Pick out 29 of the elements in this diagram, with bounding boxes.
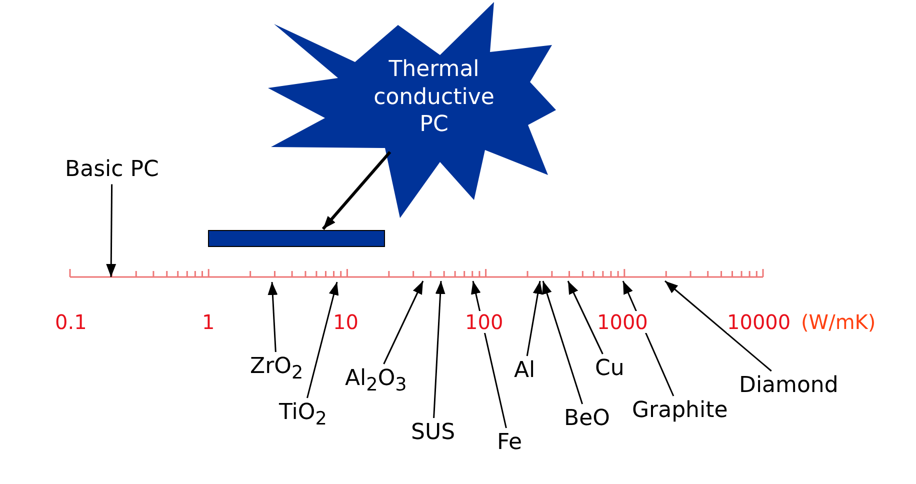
material-label: Cu	[595, 356, 624, 382]
leader-text: Basic PC	[65, 157, 159, 182]
material-label: Fe	[497, 430, 522, 456]
leader-arrow	[470, 280, 507, 428]
leader-arrow	[433, 280, 446, 418]
leader-arrow	[567, 280, 604, 354]
leader-arrow	[322, 151, 392, 230]
material-label: Diamond	[739, 373, 838, 398]
tick-label: 10000	[727, 311, 791, 333]
material-label: Graphite	[632, 398, 728, 424]
leader-arrow	[106, 184, 116, 277]
unit-label: (W/mK)	[801, 311, 876, 333]
leader-arrow	[542, 280, 583, 404]
material-label: Al$_{2}$O$_{3}$	[345, 366, 407, 396]
leader-arrow	[268, 282, 278, 352]
material-label: SUS	[411, 420, 456, 446]
leader-arrow	[664, 280, 772, 372]
range-bar	[208, 230, 385, 247]
material-label: Al	[514, 358, 536, 384]
tick-label: 1000	[597, 311, 648, 333]
leader-arrow	[383, 280, 424, 364]
leader-arrow	[622, 280, 674, 396]
leader-arrow	[526, 280, 543, 356]
tick-label: 100	[465, 311, 504, 333]
material-label: BeO	[564, 406, 610, 432]
callout-text: Thermal conductive PC	[372, 56, 496, 138]
material-label: ZrO$_{2}$	[250, 354, 304, 384]
material-label: TiO$_{2}$	[279, 400, 327, 430]
leader-arrow	[306, 282, 339, 398]
